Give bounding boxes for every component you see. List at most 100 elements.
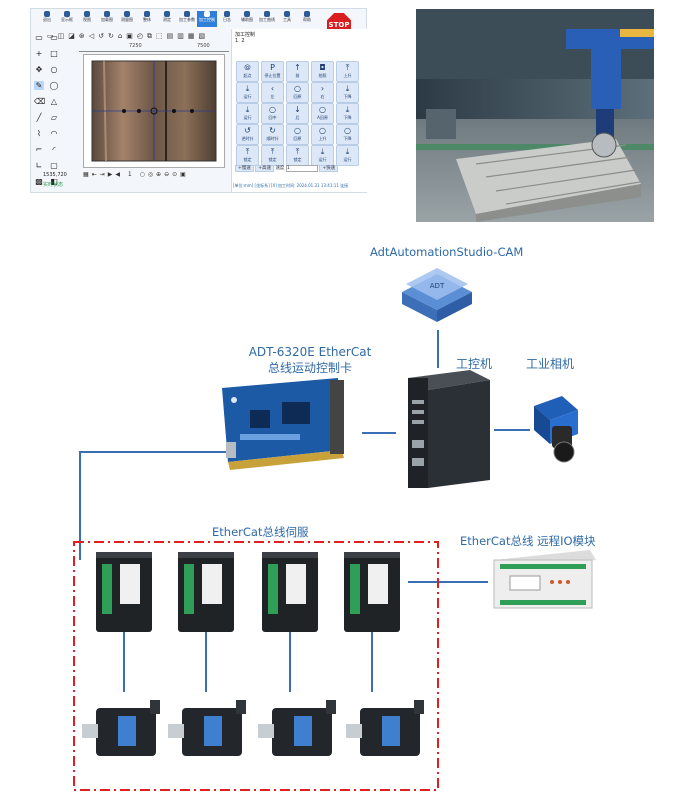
- toolbar-button[interactable]: 视图: [77, 11, 97, 27]
- rounded-rect-icon[interactable]: ▢: [50, 161, 58, 170]
- jog-button[interactable]: ⤓运行: [236, 103, 259, 124]
- toolbar-button[interactable]: 显示框: [57, 11, 77, 27]
- jog-button[interactable]: ○回原: [286, 124, 309, 145]
- toolbar-button[interactable]: 日志: [217, 11, 237, 27]
- servo-motor: [168, 700, 246, 756]
- spiral-icon[interactable]: ◠: [50, 129, 58, 138]
- toolbar-button-label: 帮助: [303, 17, 311, 22]
- drawing-canvas[interactable]: [83, 54, 225, 168]
- jog-button[interactable]: ⤓下降: [336, 103, 359, 124]
- jog-button-icon: ⤓: [345, 147, 350, 156]
- tab-2[interactable]: 2: [241, 38, 245, 44]
- tab-1[interactable]: 1: [235, 38, 239, 44]
- triangle-icon[interactable]: △: [50, 97, 58, 106]
- jog-button[interactable]: ⦾起点: [236, 61, 259, 82]
- jog-button-icon: ↻: [269, 126, 276, 135]
- corner-icon[interactable]: ∟: [35, 161, 43, 170]
- toolbar-button[interactable]: 加工参数: [177, 11, 197, 27]
- speed-input[interactable]: 1: [285, 165, 318, 172]
- toolbar-button[interactable]: 帮助: [297, 11, 317, 27]
- jog-button-label: 上升: [318, 136, 327, 141]
- jog-button-label: A回原: [317, 115, 328, 120]
- new-icon[interactable]: ▭: [35, 33, 43, 42]
- line-icon[interactable]: ╱: [36, 113, 42, 122]
- jog-button[interactable]: ⤓运行: [311, 145, 334, 166]
- polyline-icon[interactable]: ⌐: [35, 145, 43, 154]
- toolbar-button[interactable]: 加载图: [97, 11, 117, 27]
- jog-button-icon: ↑: [294, 63, 301, 72]
- add-icon[interactable]: +: [35, 49, 43, 58]
- jog-button[interactable]: ○回原: [286, 82, 309, 103]
- jog-button[interactable]: ⤒锁定: [261, 145, 284, 166]
- jog-button[interactable]: ⤓下降: [336, 82, 359, 103]
- jog-button-icon: ⤒: [270, 147, 275, 156]
- jog-button-label: 起点: [243, 73, 252, 78]
- jog-button[interactable]: ⤒锁定: [286, 145, 309, 166]
- servo-group-label: EtherCat总线伺服: [212, 525, 309, 539]
- pen-icon[interactable]: ✎: [34, 81, 44, 90]
- toolbar-button[interactable]: 加工曲线: [257, 11, 277, 27]
- parallelogram-icon[interactable]: ▱: [50, 113, 58, 122]
- layers-icon[interactable]: ◧: [50, 177, 58, 186]
- servo-group-box: [73, 541, 439, 791]
- topology-diagram: ADT: [73, 268, 596, 791]
- jog-button[interactable]: ↻顺时针: [261, 124, 284, 145]
- toolbar-button[interactable]: 测量图: [117, 11, 137, 27]
- high-speed-button[interactable]: +高速: [255, 165, 274, 172]
- servo-drives: [96, 552, 400, 632]
- jog-button[interactable]: ⤓运行: [336, 145, 359, 166]
- toolbar-button-label: 退出: [43, 17, 51, 22]
- toolbar-button[interactable]: 测定: [157, 11, 177, 27]
- control-card-label-line1: ADT-6320E EtherCat: [248, 345, 372, 359]
- jog-button[interactable]: ↺逆时针: [236, 124, 259, 145]
- jog-button-icon: ⤒: [245, 147, 250, 156]
- jog-button[interactable]: ○下降: [336, 124, 359, 145]
- ellipse-icon[interactable]: ◯: [49, 81, 59, 90]
- jog-button-label: 下降: [343, 136, 352, 141]
- jog-button[interactable]: ‹左: [261, 82, 284, 103]
- cam-logo: [402, 268, 472, 322]
- toolbar-button[interactable]: 工具: [277, 11, 297, 27]
- circle-icon[interactable]: ○: [50, 65, 58, 74]
- ruler-mark: 7250: [129, 43, 142, 49]
- jog-button[interactable]: ↓后: [286, 103, 309, 124]
- arc-icon[interactable]: ◜: [52, 145, 56, 154]
- move-icon[interactable]: ✥: [35, 65, 43, 74]
- jog-button-icon: ⤒: [345, 63, 350, 72]
- jog-button-icon: ○: [269, 105, 276, 114]
- jog-button[interactable]: ⤒上升: [336, 61, 359, 82]
- jog-button[interactable]: ↑前: [286, 61, 309, 82]
- toolbar-button[interactable]: 退出: [37, 11, 57, 27]
- main-toolbar: 退出 显示框视图加载图测量图整体 测定 加工参数加工控制日志辅助图加工曲线工具 帮助: [31, 9, 366, 29]
- jog-button[interactable]: ⤒锁定: [236, 145, 259, 166]
- status-left: 实时状态: [43, 182, 64, 188]
- jog-button[interactable]: ○A回原: [311, 103, 334, 124]
- jog-button[interactable]: ⤓运行: [236, 82, 259, 103]
- toolbar-button[interactable]: 整体: [137, 11, 157, 27]
- toolbar-button-label: 加载图: [101, 17, 113, 22]
- curve-icon[interactable]: ⌇: [37, 129, 41, 138]
- jog-button[interactable]: ○回中: [261, 103, 284, 124]
- image-icon[interactable]: ▩: [35, 177, 43, 186]
- jog-button[interactable]: ◘拍照: [311, 61, 334, 82]
- control-card-label: ADT-6320E EtherCat 总线运动控制卡: [236, 345, 384, 376]
- jog-button-label: 回原: [293, 136, 302, 141]
- square-icon[interactable]: □: [50, 49, 58, 58]
- slow-speed-button[interactable]: +慢速: [235, 165, 254, 172]
- toolbar-icon: [184, 11, 190, 17]
- ruler-mark: 7500: [197, 43, 210, 49]
- jog-button-icon: ↺: [244, 126, 251, 135]
- open-icon[interactable]: ▭: [50, 33, 58, 42]
- control-card-image: [222, 378, 344, 470]
- jog-button-label: 顺时针: [266, 136, 279, 141]
- jog-button[interactable]: ›右: [311, 82, 334, 103]
- toolbar-button[interactable]: 辅助图: [237, 11, 257, 27]
- toolbar-button-label: 测定: [163, 17, 171, 22]
- jog-button-label: 运行: [343, 157, 352, 162]
- toolbar-icon: [224, 11, 230, 17]
- eraser-icon[interactable]: ⌫: [34, 97, 46, 106]
- jog-button[interactable]: ○上升: [311, 124, 334, 145]
- fast-speed-button[interactable]: +快速: [319, 165, 339, 172]
- toolbar-button[interactable]: 加工控制: [197, 11, 217, 27]
